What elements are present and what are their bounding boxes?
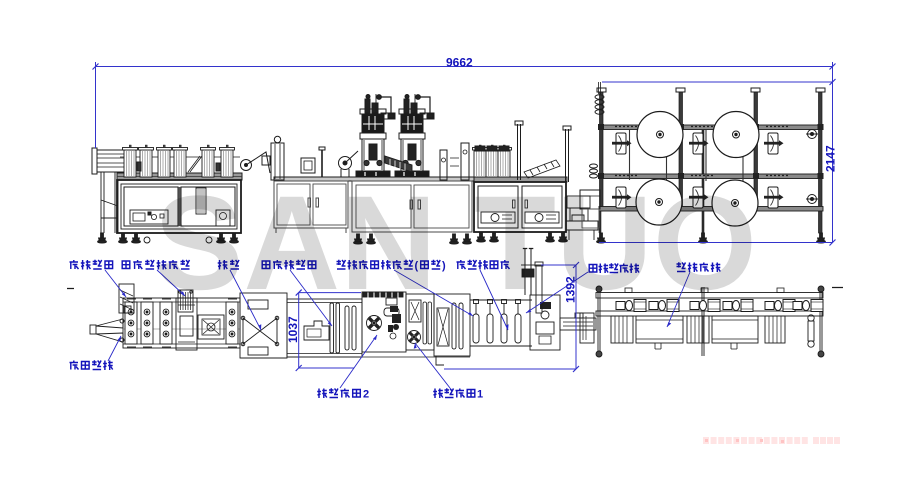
svg-text:2: 2 xyxy=(363,389,369,401)
svg-text:): ) xyxy=(442,260,446,272)
svg-text:9662: 9662 xyxy=(446,56,473,70)
svg-text:1: 1 xyxy=(477,389,483,401)
svg-text:1037: 1037 xyxy=(286,316,300,343)
svg-text:2147: 2147 xyxy=(824,145,838,172)
svg-text:1392: 1392 xyxy=(564,276,578,303)
svg-text:(: ( xyxy=(415,260,419,272)
